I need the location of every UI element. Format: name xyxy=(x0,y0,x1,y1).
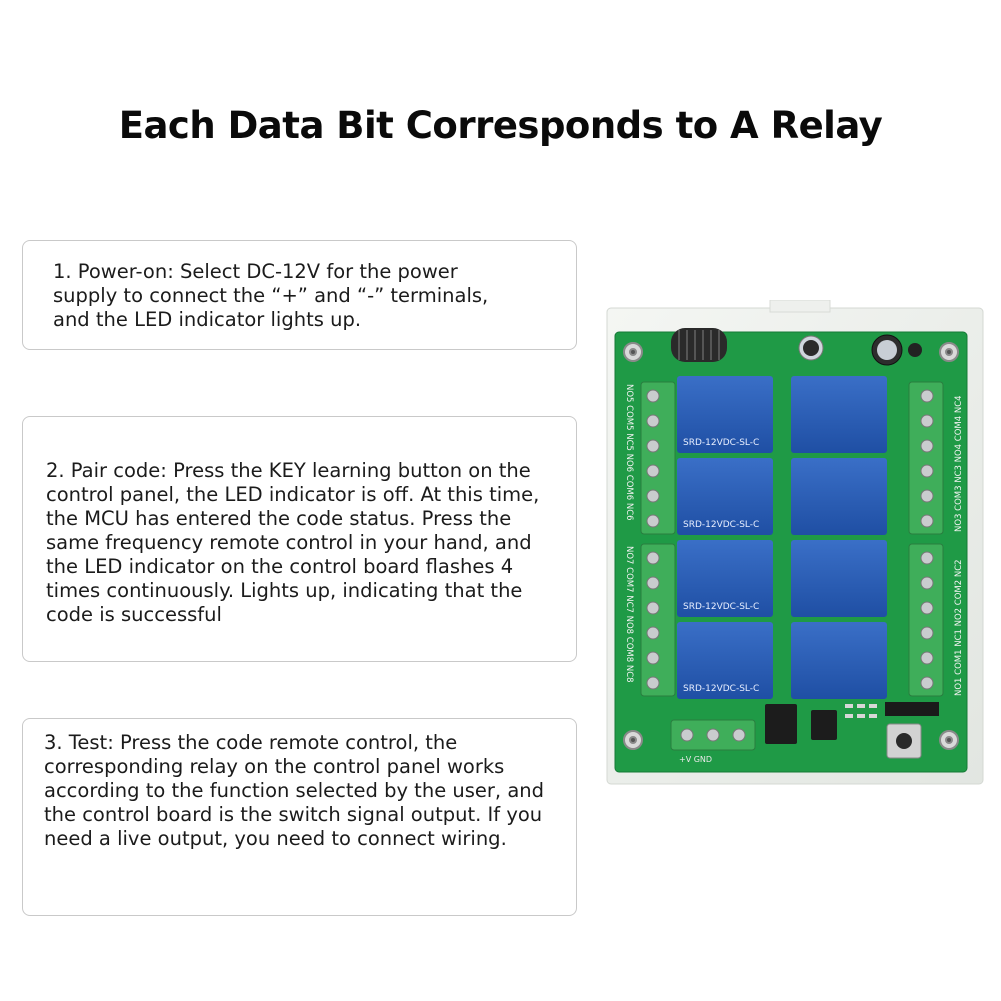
terminal-screws-right xyxy=(920,389,934,690)
relay-8 xyxy=(791,622,887,699)
relay-5: SRD-12VDC-SL-C xyxy=(677,540,773,617)
step-2-text: 2. Pair code: Press the KEY learning but… xyxy=(46,459,540,626)
step-3-box: 3. Test: Press the code remote control, … xyxy=(22,718,577,916)
relay-1: SRD-12VDC-SL-C xyxy=(677,376,773,453)
step-1-box: 1. Power-on: Select DC-12V for the power… xyxy=(22,240,577,350)
power-terminal: +V GND xyxy=(670,719,756,764)
step-3-text: 3. Test: Press the code remote control, … xyxy=(44,731,545,850)
relays: SRD-12VDC-SL-C SRD-12VDC-SL-C SRD-12VDC-… xyxy=(677,376,887,699)
page-title: Each Data Bit Corresponds to A Relay xyxy=(118,104,883,147)
terminal-block-right xyxy=(908,381,944,697)
step-2-box: 2. Pair code: Press the KEY learning but… xyxy=(22,416,577,662)
relay-2 xyxy=(791,376,887,453)
right-terminal-labels-bottom: NO1 COM1 NC1 NO2 COM2 NC2 xyxy=(954,559,964,696)
relay-3: SRD-12VDC-SL-C xyxy=(677,458,773,535)
left-terminal-labels-top: NO5 COM5 NC5 NO6 COM6 NC6 xyxy=(624,384,634,521)
right-terminal-labels-top: NO3 COM3 NC3 NO4 COM4 NC4 xyxy=(954,395,964,532)
svg-text:SRD-12VDC-SL-C: SRD-12VDC-SL-C xyxy=(683,438,759,448)
capacitors xyxy=(798,334,922,366)
left-terminal-labels-bottom: NO7 COM7 NC7 NO8 COM8 NC8 xyxy=(624,546,634,683)
ics xyxy=(765,704,837,744)
relay-board-image: SRD-12VDC-SL-C SRD-12VDC-SL-C SRD-12VDC-… xyxy=(606,300,984,785)
header-pins xyxy=(885,702,939,716)
svg-text:SRD-12VDC-SL-C: SRD-12VDC-SL-C xyxy=(683,520,759,530)
mount-holes xyxy=(623,342,959,750)
svg-text:SRD-12VDC-SL-C: SRD-12VDC-SL-C xyxy=(683,602,759,612)
svg-text:SRD-12VDC-SL-C: SRD-12VDC-SL-C xyxy=(683,684,759,694)
step-1-text: 1. Power-on: Select DC-12V for the power… xyxy=(53,260,489,331)
svg-text:+V GND: +V GND xyxy=(679,755,712,764)
relay-6 xyxy=(791,540,887,617)
key-button xyxy=(886,723,922,759)
relay-7: SRD-12VDC-SL-C xyxy=(677,622,773,699)
antenna-coil xyxy=(671,328,727,362)
smd-parts xyxy=(845,704,877,718)
relay-4 xyxy=(791,458,887,535)
terminal-screws-left xyxy=(646,389,660,690)
case-tab xyxy=(769,300,831,313)
